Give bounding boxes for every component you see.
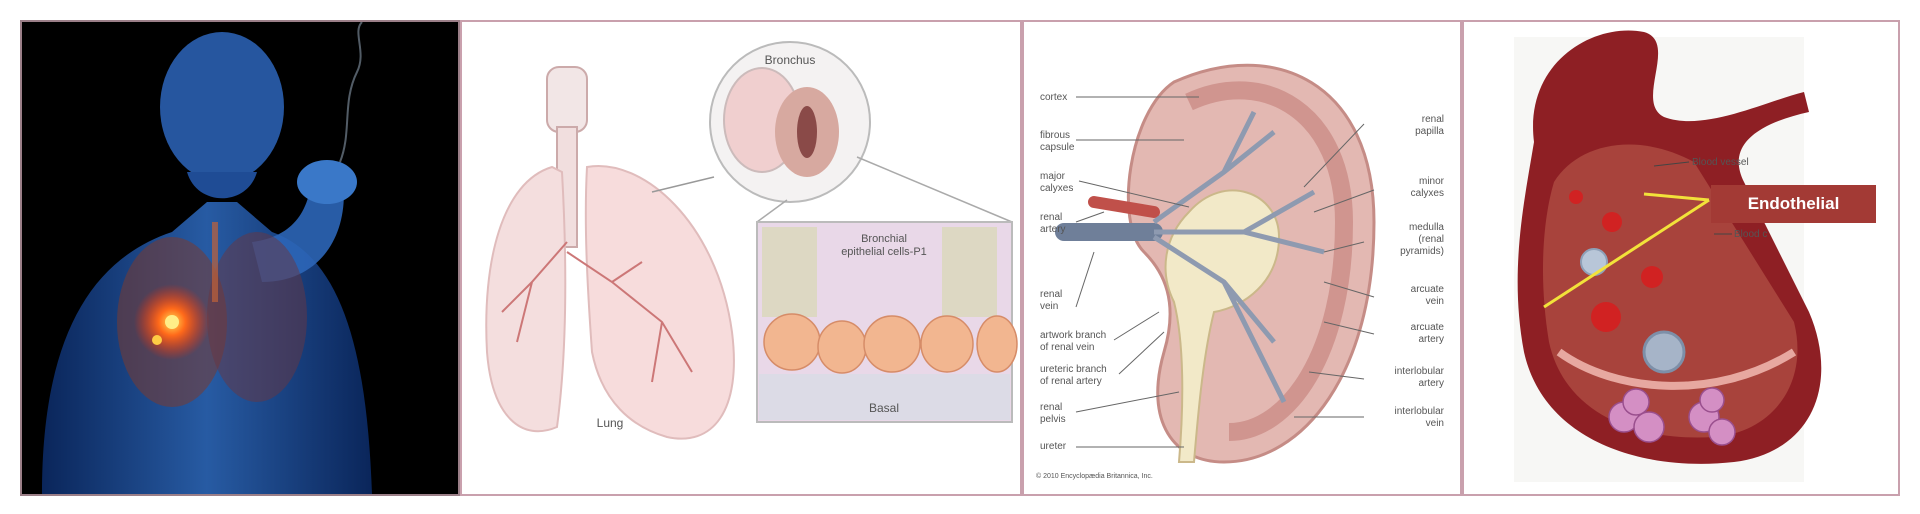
label-minor-calyxes-1: minor xyxy=(1419,176,1445,187)
label-renal-artery-1: renal xyxy=(1040,212,1062,223)
cells-label-line2: epithelial cells-P1 xyxy=(841,246,927,258)
copyright-label: © 2010 Encyclopædia Britannica, Inc. xyxy=(1036,472,1153,480)
cells-label-line1: Bronchial xyxy=(861,233,907,245)
label-renal-pelvis-2: pelvis xyxy=(1040,414,1066,425)
head-shape xyxy=(160,32,284,182)
basal-label: Basal xyxy=(869,401,899,415)
label-minor-calyxes-2: calyxes xyxy=(1411,188,1444,199)
endothelial-callout: Endothelial xyxy=(1711,185,1876,223)
bronchus-label: Bronchus xyxy=(765,53,816,67)
label-renal-papilla-1: renal xyxy=(1422,114,1444,125)
kidney-leader-lines xyxy=(1075,96,1375,448)
blood-vessel-panel: Blood vessel Blood c Endothelial xyxy=(1462,20,1900,496)
label-fibrous: fibrous xyxy=(1040,130,1070,141)
label-ureteric-branch-1: ureteric branch xyxy=(1040,364,1107,375)
endothelial-label: Endothelial xyxy=(1747,194,1840,213)
lung-illustration: Bronchus Bronchial epithelial cells-P1 B… xyxy=(485,41,1018,440)
blood-vessel-label: Blood vessel xyxy=(1692,157,1749,168)
label-renal-artery-2: artery xyxy=(1040,224,1066,235)
label-calyxes: calyxes xyxy=(1040,183,1073,194)
label-interlobular-vein-1: interlobular xyxy=(1395,406,1445,417)
smoker-lung-panel xyxy=(20,20,460,496)
label-ureteric-branch-2: of renal artery xyxy=(1040,376,1102,387)
label-interlobular-vein-2: vein xyxy=(1426,418,1444,429)
hand-shape xyxy=(297,160,357,204)
label-capsule: capsule xyxy=(1040,142,1075,153)
label-arcuate-vein-2: vein xyxy=(1426,296,1444,307)
label-medulla-2: (renal xyxy=(1418,234,1444,245)
label-ureter: ureter xyxy=(1040,441,1067,452)
label-renal-papilla-2: papilla xyxy=(1415,126,1444,137)
label-artwork-branch-2: of renal vein xyxy=(1040,342,1094,353)
label-arcuate-artery-1: arcuate xyxy=(1411,322,1445,333)
lung-bronchus-panel: Bronchus Bronchial epithelial cells-P1 B… xyxy=(460,20,1022,496)
yellow-pointer-lines xyxy=(1543,192,1710,309)
svg-text:ureter: ureter xyxy=(1040,441,1067,452)
left-lung-shape xyxy=(485,165,567,433)
label-interlobular-artery-1: interlobular xyxy=(1395,366,1445,377)
renal-pelvis xyxy=(1164,189,1281,463)
kidney-illustration xyxy=(1055,63,1376,464)
label-renal-vein-1: renal xyxy=(1040,289,1062,300)
label-cortex: cortex xyxy=(1040,92,1067,103)
label-artwork-branch-1: artwork branch xyxy=(1040,330,1106,341)
blood-vessel-illustration: Blood vessel Blood c xyxy=(1514,30,1822,482)
label-interlobular-artery-2: artery xyxy=(1418,378,1444,389)
right-lung-shape xyxy=(207,232,307,402)
label-medulla-1: medulla xyxy=(1409,222,1444,233)
smoker-illustration xyxy=(42,22,372,494)
blood-cell-label: Blood c xyxy=(1734,229,1767,240)
label-arcuate-artery-2: artery xyxy=(1418,334,1444,345)
label-major: major xyxy=(1040,171,1066,182)
label-arcuate-vein-1: arcuate xyxy=(1411,284,1445,295)
label-renal-vein-2: vein xyxy=(1040,301,1058,312)
svg-text:cortex: cortex xyxy=(1040,92,1067,103)
right-lung-shape xyxy=(584,165,735,440)
label-medulla-3: pyramids) xyxy=(1400,246,1444,257)
label-renal-pelvis-1: renal xyxy=(1040,402,1062,413)
image-strip: Bronchus Bronchial epithelial cells-P1 B… xyxy=(20,20,1900,496)
lung-label: Lung xyxy=(597,416,624,430)
